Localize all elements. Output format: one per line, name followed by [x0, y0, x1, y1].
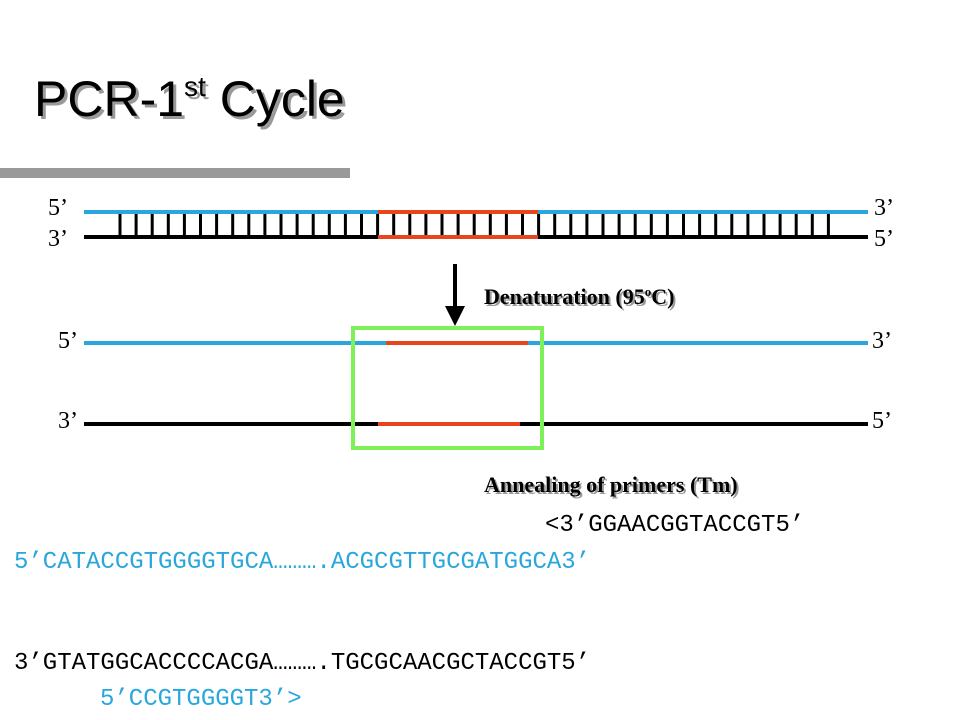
ss-top-left-label: 5’ — [58, 328, 78, 354]
base-pair-rungs — [118, 214, 830, 235]
template-sequence-top: 5’CATACCGTGGGGTGCA……….ACGCGTTGCGATGGCA3’ — [14, 549, 591, 576]
primer-site-highlight-box — [351, 326, 544, 450]
denaturation-arrowhead — [445, 306, 465, 326]
template-sequence-bottom: 3’GTATGGCACCCCACGA……….TGCGCAACGCTACCGT5’ — [14, 650, 591, 677]
ds-bottom-right-label: 5’ — [874, 226, 894, 252]
ss-bottom-left-label: 3’ — [58, 408, 78, 434]
title-underline-bar — [0, 168, 350, 178]
ss-top-right-label: 3’ — [872, 328, 892, 354]
denaturation-caption: Denaturation (95oC) — [484, 284, 675, 309]
slide-title: PCR-1st Cycle — [34, 71, 345, 127]
annealing-caption: Annealing of primers (Tm) — [484, 472, 738, 497]
ds-top-left-label: 5’ — [48, 195, 68, 221]
primer-sequence-top: <3’GGAACGGTACCGT5’ — [545, 512, 805, 539]
primer-sequence-bottom: 5’CCGTGGGGT3’> — [100, 686, 302, 713]
ss-bottom-right-label: 5’ — [872, 408, 892, 434]
ds-bottom-left-label: 3’ — [48, 226, 68, 252]
ds-top-right-label: 3’ — [874, 195, 894, 221]
